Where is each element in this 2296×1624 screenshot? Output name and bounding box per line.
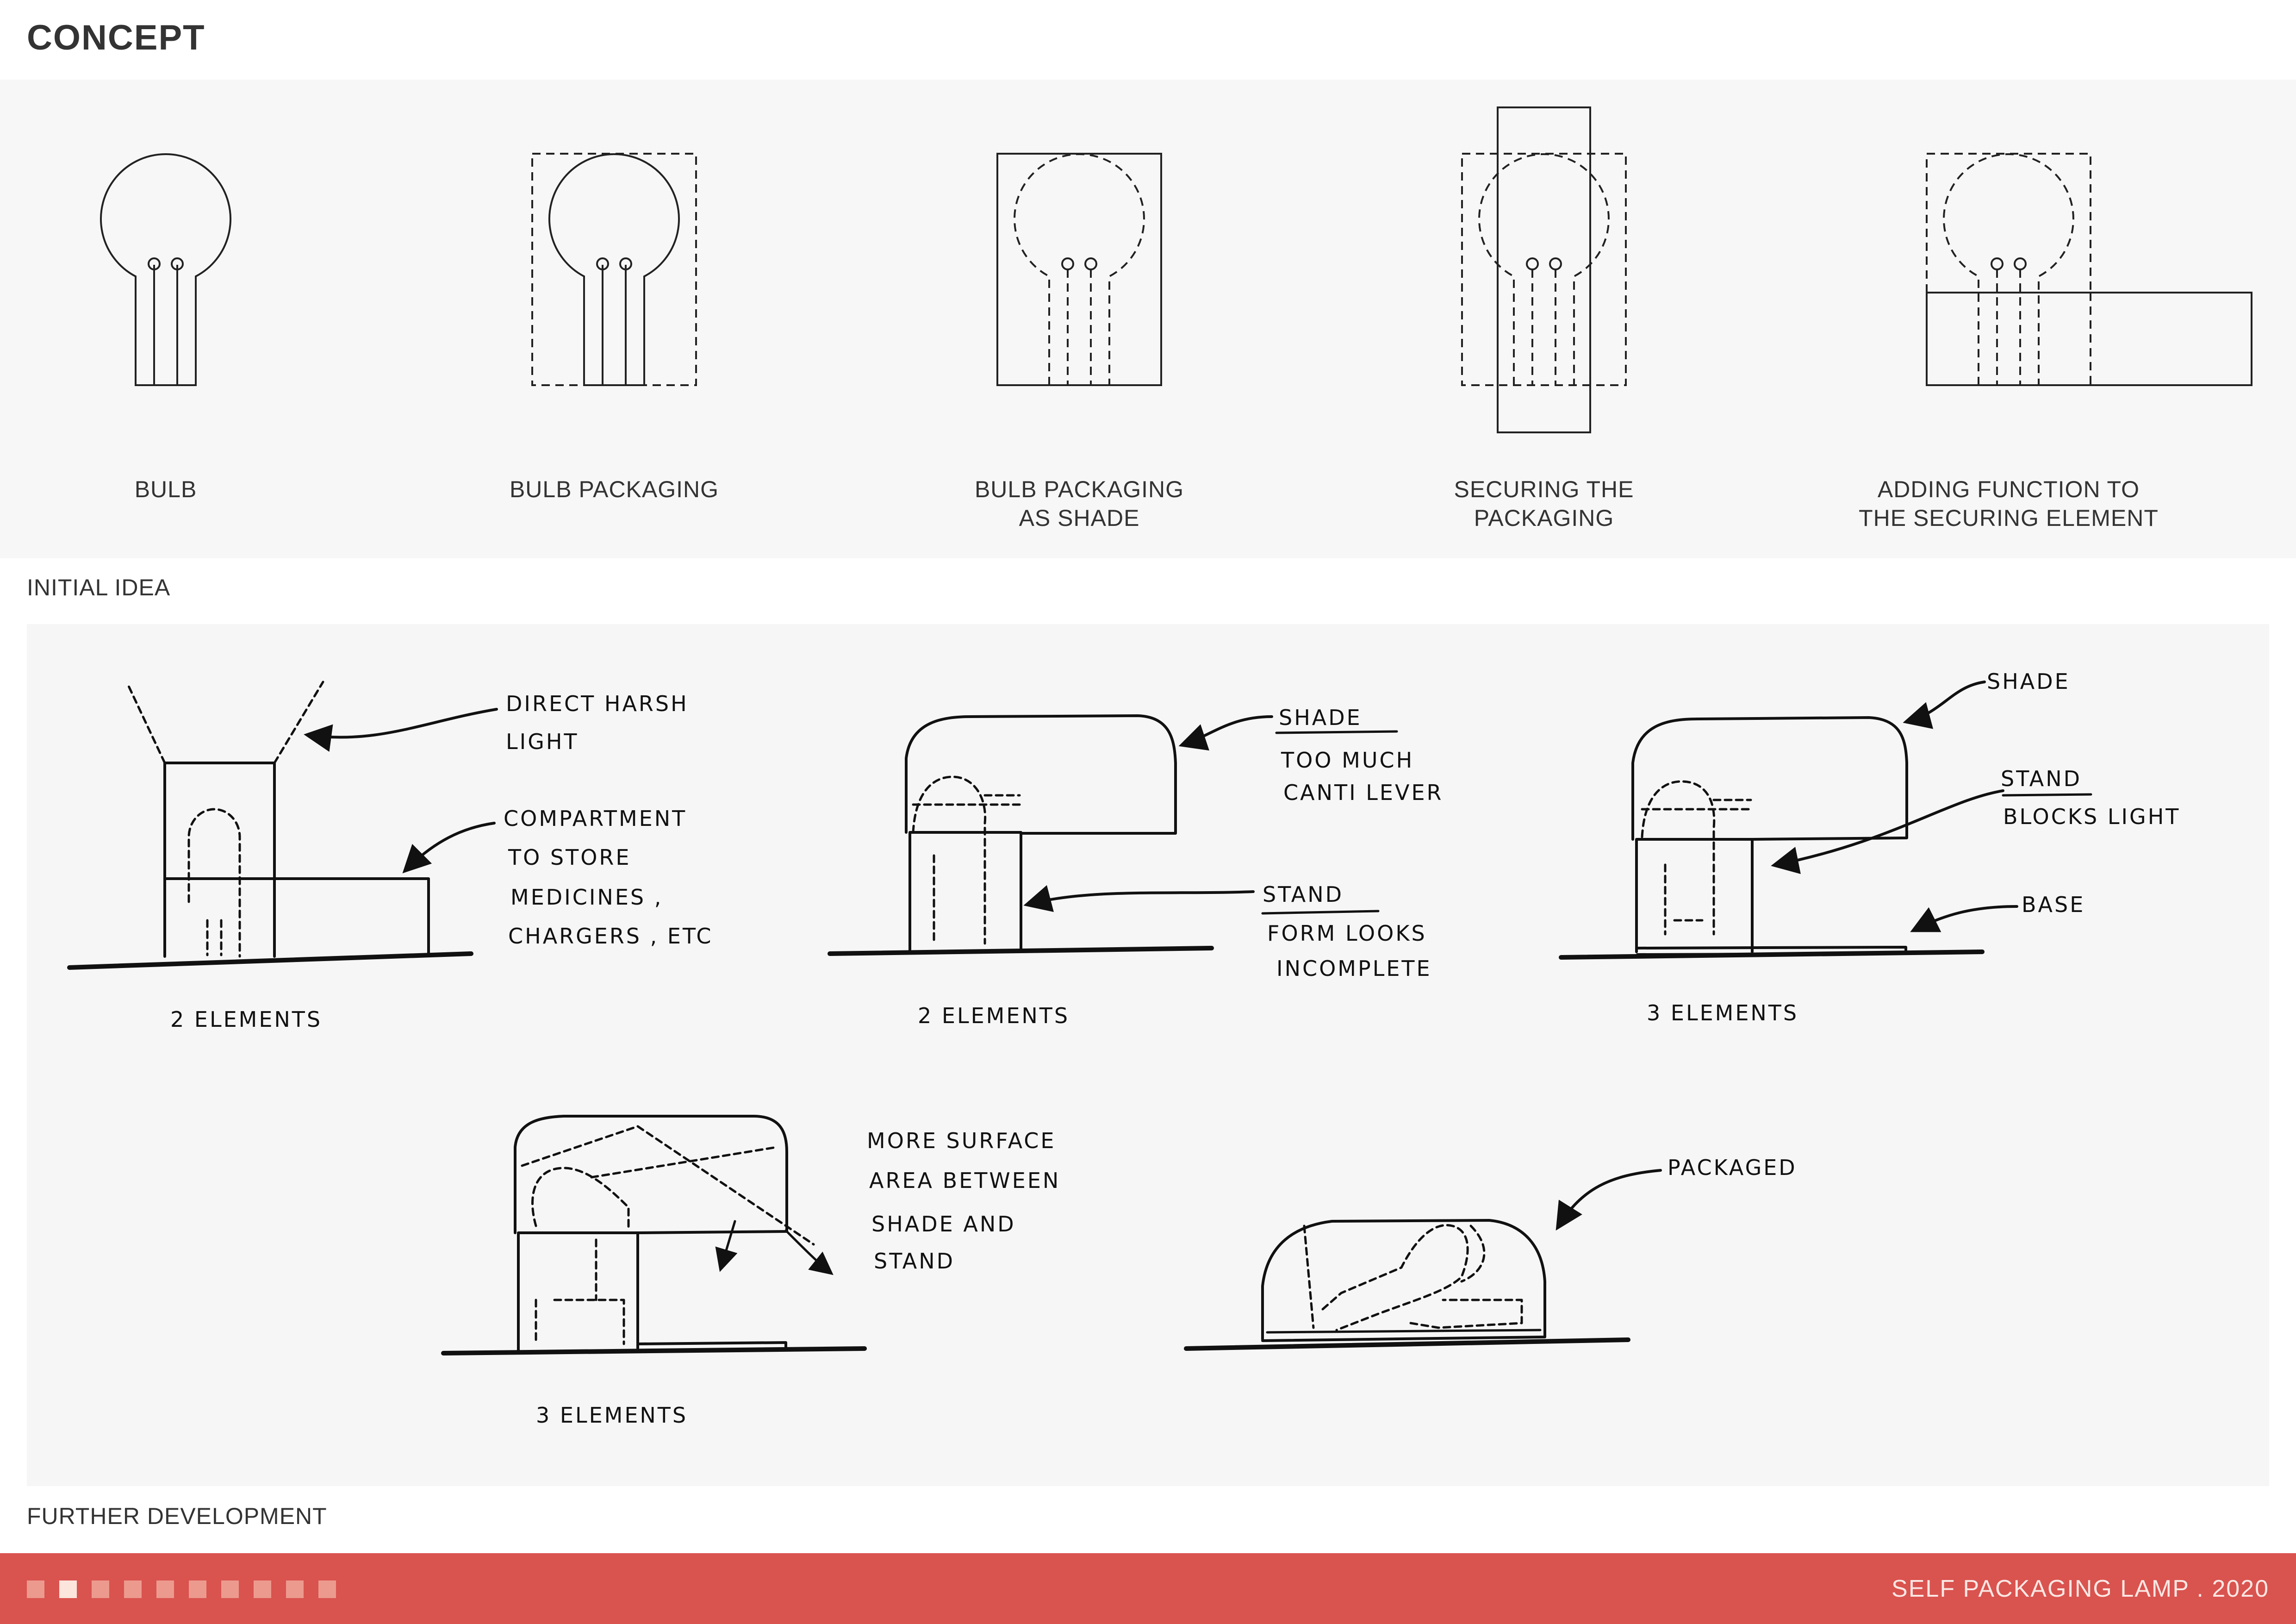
step-label-bulb: BULB	[0, 475, 342, 504]
section-label-initial-idea: INITIAL IDEA	[27, 574, 170, 601]
step-label-securing: SECURING THEPACKAGING	[1368, 475, 1720, 532]
s3-caption: 3 ELEMENTS	[1647, 1000, 1798, 1025]
s1-note2-line3: MEDICINES ,	[510, 885, 663, 910]
s3-note2-line1: STAND	[2001, 766, 2082, 791]
s2-note1-line2: TOO MUCH	[1281, 748, 1414, 773]
s1-note1-line2: LIGHT	[506, 729, 579, 754]
s3-note1: SHADE	[1987, 669, 2070, 694]
sketch-5	[1186, 1170, 1661, 1349]
s4-note1-line2: AREA BETWEEN	[869, 1168, 1060, 1193]
page-dot-8[interactable]	[254, 1580, 271, 1598]
step-label-adding-function: ADDING FUNCTION TOTHE SECURING ELEMENT	[1833, 475, 2184, 532]
step-label-bulb-packaging: BULB PACKAGING	[438, 475, 790, 504]
page-dot-4[interactable]	[124, 1580, 142, 1598]
securing-packaging-diagram	[1462, 107, 1626, 432]
bulb-diagram	[101, 154, 230, 385]
page-dot-6[interactable]	[189, 1580, 206, 1598]
section-label-further-development: FURTHER DEVELOPMENT	[27, 1503, 327, 1530]
bulb-packaging-diagram	[532, 154, 696, 385]
sketch-4	[443, 1116, 865, 1353]
s3-note3: BASE	[2022, 892, 2085, 917]
s4-note1-line4: STAND	[874, 1249, 955, 1274]
s3-note2-line2: BLOCKS LIGHT	[2003, 804, 2180, 829]
s2-note1-line3: CANTI LEVER	[1283, 780, 1443, 805]
s4-note1-line3: SHADE AND	[871, 1212, 1016, 1237]
page-dot-9[interactable]	[286, 1580, 304, 1598]
s2-note2-line1: STAND	[1263, 882, 1344, 907]
adding-function-diagram	[1927, 154, 2252, 385]
s1-caption: 2 ELEMENTS	[170, 1007, 322, 1032]
hand-sketches: DIRECT HARSH LIGHT COMPARTMENT TO STORE …	[27, 624, 2269, 1486]
page-dot-5[interactable]	[156, 1580, 174, 1598]
sketch-1	[69, 682, 497, 968]
page-dot-7[interactable]	[221, 1580, 239, 1598]
s2-note1-line1: SHADE	[1279, 705, 1362, 730]
s2-note2-line3: INCOMPLETE	[1276, 956, 1432, 981]
footer-title: SELF PACKAGING LAMP . 2020	[1892, 1575, 2269, 1603]
s4-caption: 3 ELEMENTS	[536, 1403, 688, 1428]
s1-note2-line2: TO STORE	[508, 845, 631, 870]
packaging-as-shade-diagram	[997, 154, 1161, 385]
s2-caption: 2 ELEMENTS	[918, 1003, 1070, 1028]
s1-note2-line1: COMPARTMENT	[504, 806, 687, 831]
s1-note1-line1: DIRECT HARSH	[506, 691, 689, 716]
s5-note1: PACKAGED	[1668, 1155, 1797, 1180]
s2-note2-line2: FORM LOOKS	[1267, 921, 1427, 946]
step-label-packaging-as-shade: BULB PACKAGINGAS SHADE	[903, 475, 1255, 532]
page-title: CONCEPT	[27, 18, 205, 58]
page-dot-2[interactable]	[59, 1580, 77, 1598]
s1-note2-line4: CHARGERS , ETC	[508, 924, 713, 949]
page-dot-1[interactable]	[27, 1580, 44, 1598]
page-dot-10[interactable]	[318, 1580, 336, 1598]
s4-note1-line1: MORE SURFACE	[867, 1128, 1056, 1153]
page-dot-3[interactable]	[92, 1580, 109, 1598]
